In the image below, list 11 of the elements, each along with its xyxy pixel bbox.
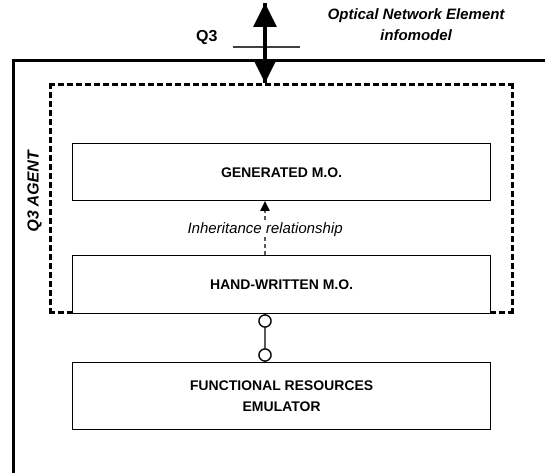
system-frame (12, 59, 545, 473)
arrow (253, 3, 277, 83)
process-box (72, 143, 491, 201)
interface-connector (258, 314, 272, 362)
process-box (72, 255, 491, 314)
box-title: FUNCTIONAL RESOURCES EMULATOR (188, 376, 374, 416)
model-caption: Optical Network Element infomodel (326, 5, 506, 46)
box-title: GENERATED M.O. (220, 162, 344, 182)
process-box (72, 362, 491, 430)
box-title: HAND-WRITTEN M.O. (208, 275, 354, 294)
interface-label: Q3 (196, 27, 218, 47)
